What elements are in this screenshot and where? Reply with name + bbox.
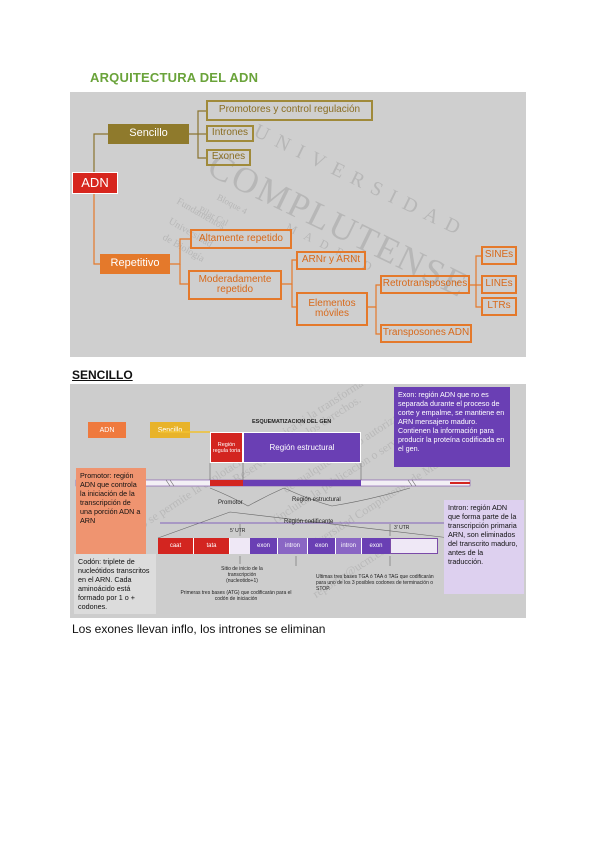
retrotransposones-node: Retrotransposones: [380, 275, 470, 294]
exones-node: Exones: [206, 149, 251, 166]
intron-cell: intron: [336, 538, 362, 554]
intron-cell: intron: [278, 538, 308, 554]
sencillo-label-box: Sencillo: [150, 422, 190, 438]
esquema-title: ESQUEMATIZACION DEL GEN: [252, 419, 332, 425]
footnote-text: Los exones llevan inflo, los intrones se…: [72, 622, 326, 636]
sitio-inicio-text: Sitio de inicio de la transcripción (nuc…: [221, 566, 263, 584]
region-estructural-label: Región estructural: [292, 497, 341, 503]
utr5-label: 5' UTR: [230, 528, 246, 534]
utr3-cell: [390, 538, 438, 554]
ultimas-bases-text: Ultimas tres bases TGA ó TAA ó TAG que c…: [316, 574, 434, 592]
promotor-callout: Promotor: región ADN que controla la ini…: [76, 468, 146, 554]
sencillo-node: Sencillo: [108, 124, 189, 144]
arnr-arnt-node: ARNr y ARNt: [296, 251, 366, 270]
dna-architecture-diagram: UNIVERSIDAD COMPLUTENSE MADRID Bloque 4 …: [70, 92, 526, 357]
intron-callout: Intron: región ADN que forma parte de la…: [444, 500, 524, 594]
utr5-cell: [230, 538, 250, 554]
promotor-label: Promotor: [218, 500, 243, 506]
connector-lines: [93, 110, 481, 335]
exon-cell: exon: [362, 538, 390, 554]
page-title: ARQUITECTURA DEL ADN: [90, 70, 259, 85]
primeras-bases-text: Primeras tres bases (ATG) que codificará…: [180, 590, 292, 602]
transposones-adn-node: Transposones ADN: [380, 324, 472, 343]
adn-label-box: ADN: [88, 422, 126, 438]
region-estructural-box: Región estructural: [243, 432, 361, 463]
codon-callout: Codón: triplete de nucleótidos transcrit…: [74, 554, 156, 614]
intrones-node: Intrones: [206, 125, 254, 142]
altamente-repetido-node: Altamente repetido: [190, 229, 292, 249]
exon-cell: exon: [250, 538, 278, 554]
utr3-label: 3' UTR: [394, 525, 410, 531]
moderadamente-repetido-node: Moderadamente repetido: [188, 270, 282, 300]
adn-node: ADN: [72, 172, 118, 194]
gene-scheme-diagram: No se permite la explotación económica n…: [70, 384, 526, 618]
promotores-node: Promotores y control regulación: [206, 100, 373, 121]
region-reguladora-box: Región regula toria: [210, 432, 243, 463]
section-heading: SENCILLO: [72, 368, 133, 382]
region-codificante-label: Región codificante: [284, 519, 334, 525]
lines-node: LINEs: [481, 275, 517, 294]
sines-node: SINEs: [481, 246, 517, 265]
elementos-moviles-node: Elementos móviles: [296, 292, 368, 326]
ltrs-node: LTRs: [481, 297, 517, 316]
exon-callout: Exon: región ADN que no es separada dura…: [394, 387, 510, 467]
gene-lines: [75, 431, 471, 566]
repetitivo-node: Repetitivo: [100, 254, 170, 274]
caat-cell: caat: [158, 538, 194, 554]
tata-cell: tata: [194, 538, 230, 554]
exon-cell: exon: [308, 538, 336, 554]
